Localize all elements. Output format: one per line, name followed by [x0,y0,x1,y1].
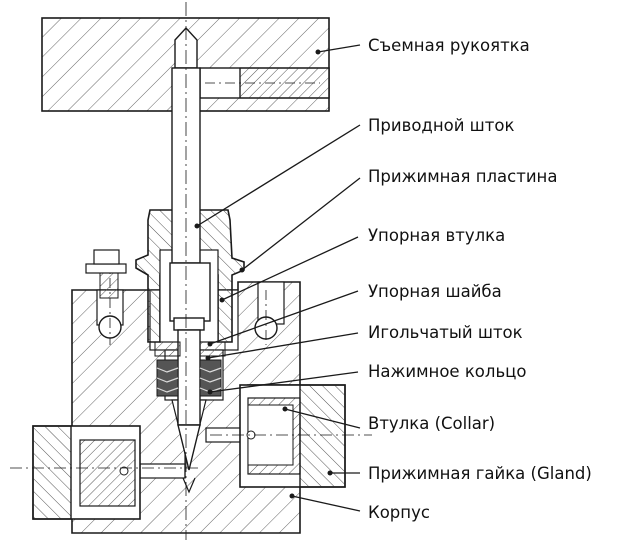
label-body: Корпус [368,503,430,522]
needle-stem-part [173,317,205,494]
gland-nut-part [210,384,372,488]
label-handle: Съемная рукоятка [368,36,530,55]
packing-rings [154,341,226,397]
leader-drive-stem [196,124,361,227]
leader-body [291,495,361,512]
labels: Съемная рукоятка Приводной шток Прижимна… [368,36,592,522]
label-thrust-washer: Упорная шайба [368,282,502,301]
leader-collar [284,408,361,429]
leader-lines [196,44,361,512]
label-drive-stem: Приводной шток [368,116,514,135]
leader-packing [209,371,359,393]
leader-handle [317,44,361,53]
label-gland-nut: Прижимная гайка (Gland) [368,464,592,483]
bolt-part [85,249,127,299]
label-thrust-bushing: Упорная втулка [368,226,505,245]
leader-pressure-plate [241,177,361,271]
leader-thrust-washer [209,290,359,345]
leader-dots [194,49,333,499]
label-collar: Втулка (Collar) [368,414,495,433]
label-packing-ring: Нажимное кольцо [368,362,527,381]
label-needle-stem: Игольчатый шток [368,323,523,342]
leader-needle-stem [207,332,359,359]
label-pressure-plate: Прижимная пластина [368,167,557,186]
leader-thrust-bushing [221,236,359,301]
